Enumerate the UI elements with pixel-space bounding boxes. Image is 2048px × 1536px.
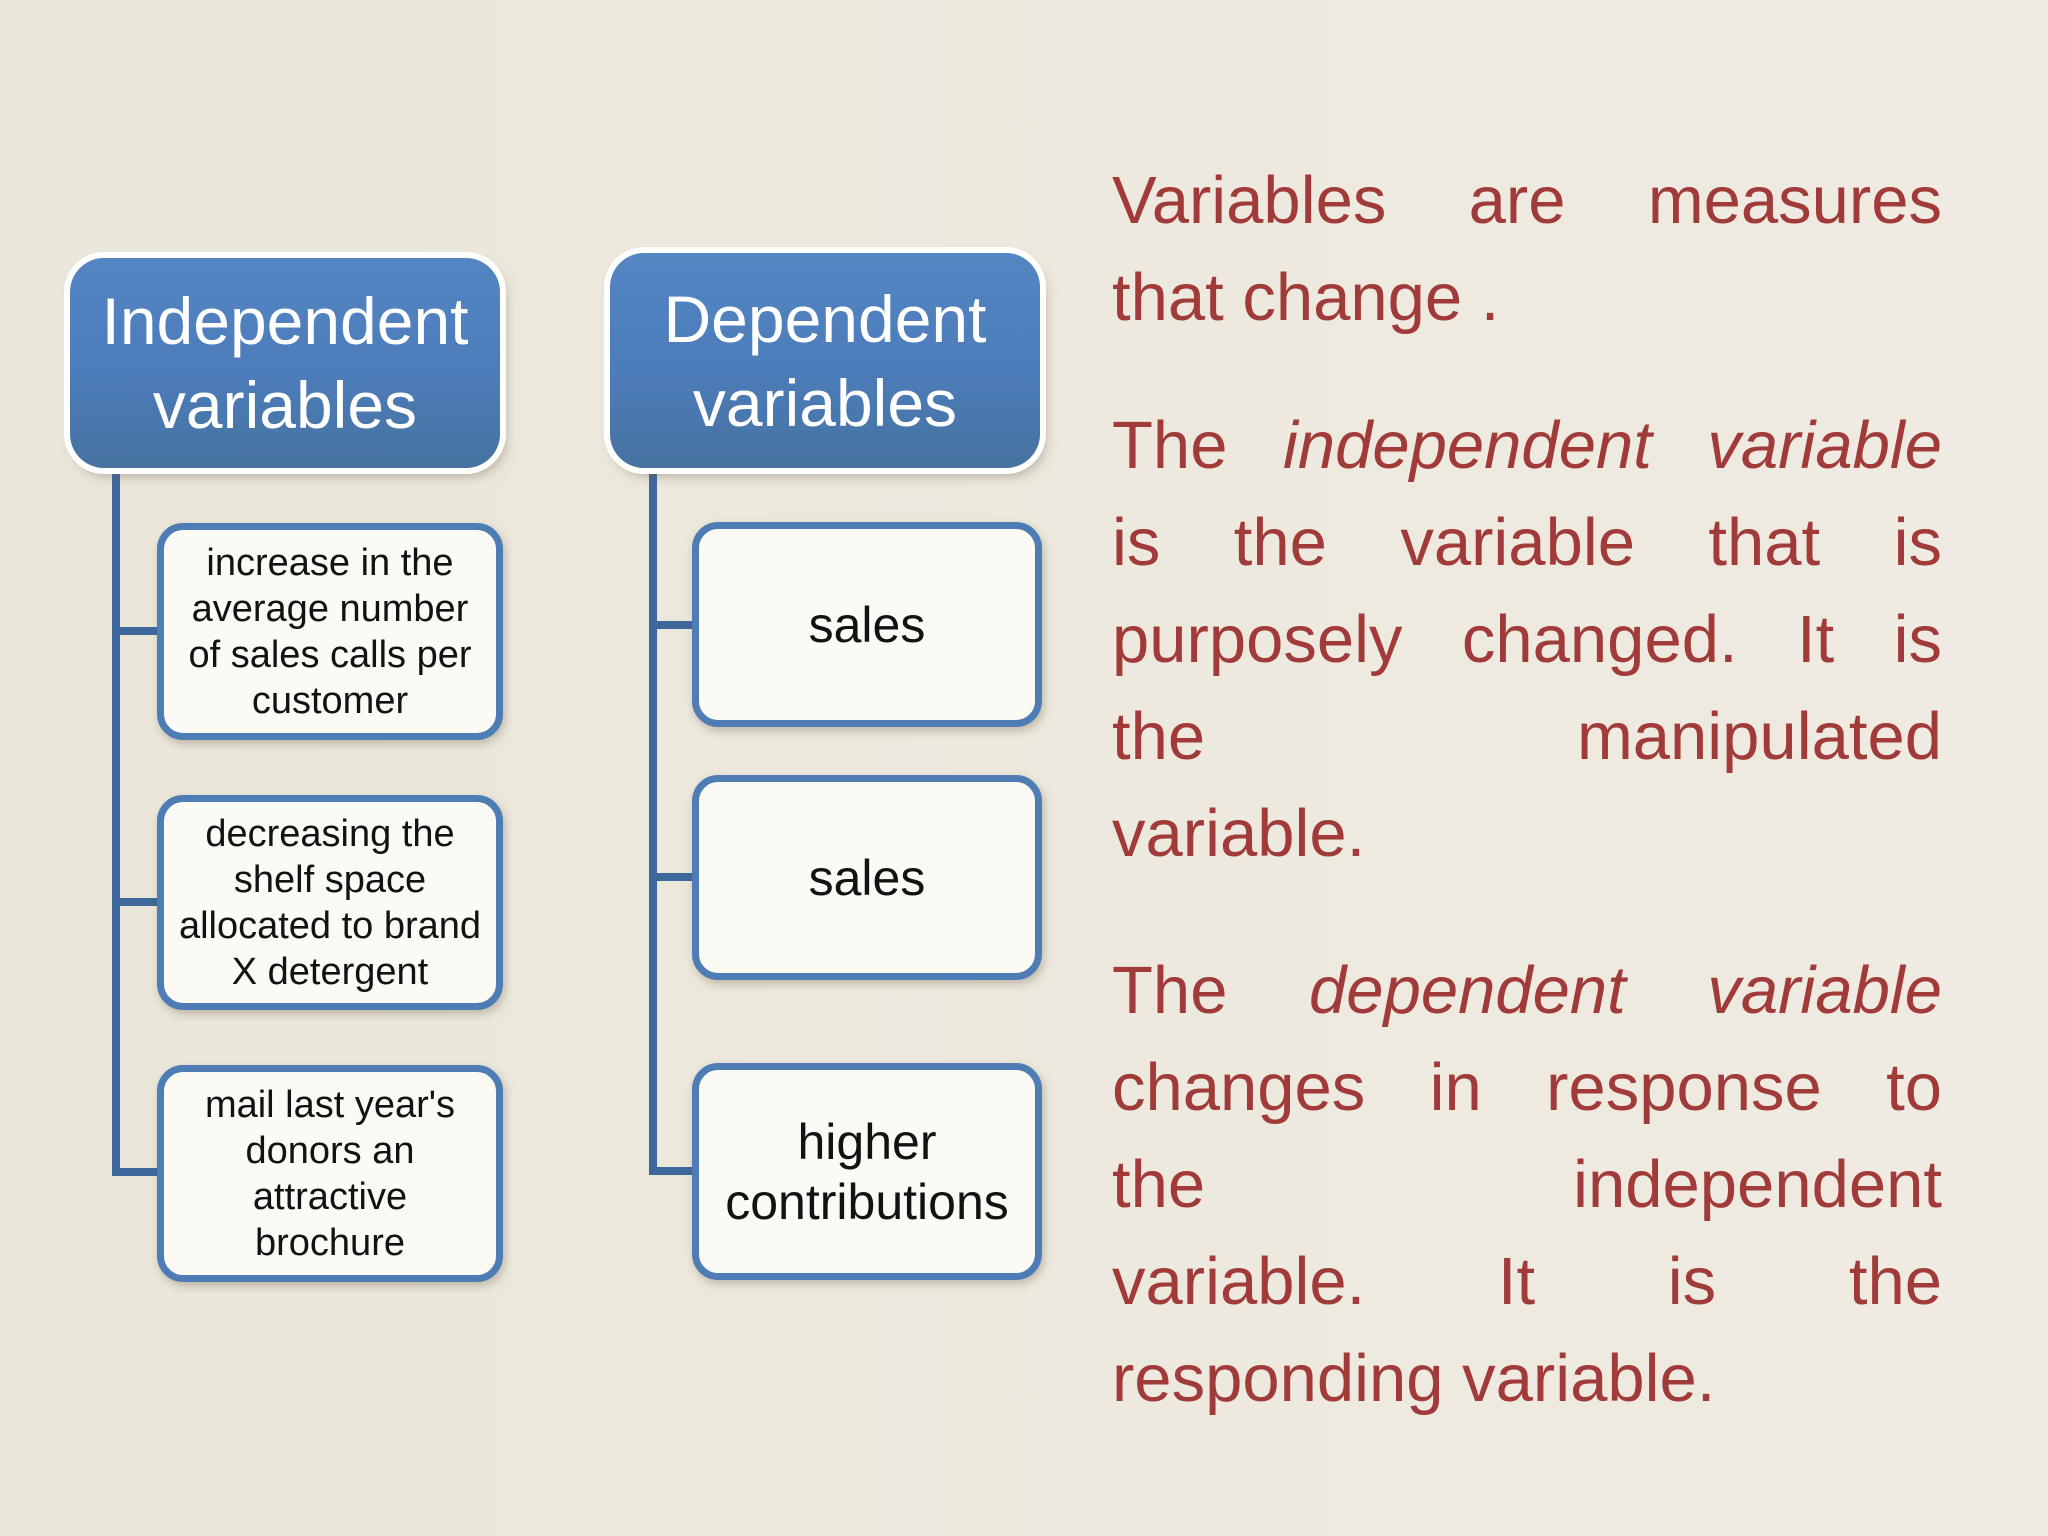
word: independent [1573,1147,1942,1222]
dependent-variables-header: Dependent variables [610,253,1040,468]
word: It [1796,602,1835,677]
word: that change . [1112,260,1500,335]
word: purposely [1112,602,1403,677]
word: independent [1282,408,1652,483]
dependent-item-sales-2: sales [692,775,1042,980]
connector-col1-vertical [112,460,120,1176]
paragraph-variables-definition: Variables are measures that change . [1112,152,1942,346]
text-line: changes in response to [1112,1039,1942,1136]
word: It [1497,1244,1536,1319]
connector-col2-vertical [649,460,657,1175]
word: variable. [1112,796,1366,871]
text-line: The dependent variable [1112,942,1942,1039]
text-line: variable. [1112,785,1942,882]
text-line: the manipulated [1112,688,1942,785]
word: is [1893,602,1942,677]
word: to [1886,1050,1942,1125]
connector-col1-stub-2 [112,898,162,906]
text-line: the independent [1112,1136,1942,1233]
word: the [1233,505,1327,580]
word: variable [1707,408,1942,483]
word: is [1667,1244,1717,1319]
connector-col1-stub-3 [112,1168,162,1176]
word: The [1112,953,1228,1028]
word: the [1112,1147,1206,1222]
independent-item-brochure: mail last year's donors an attractive br… [157,1065,503,1282]
connector-col2-stub-2 [649,873,697,881]
word: variable [1400,505,1635,580]
word: manipulated [1576,699,1942,774]
word: changes [1112,1050,1366,1125]
dependent-item-contributions: higher contributions [692,1063,1042,1280]
connector-col2-stub-1 [649,621,697,629]
text-line: Variables are measures [1112,152,1942,249]
independent-variables-header: Independent variables [70,258,500,468]
word: dependent [1309,953,1626,1028]
connector-col1-stub-1 [112,627,162,635]
word: measures [1647,163,1942,238]
word: in [1429,1050,1482,1125]
word: The [1112,408,1228,483]
independent-item-shelf-space: decreasing the shelf space allocated to … [157,795,503,1010]
word: changed. [1461,602,1738,677]
text-line: The independent variable [1112,397,1942,494]
text-line: responding variable. [1112,1330,1942,1427]
word: variable. [1112,1244,1366,1319]
word: variable [1707,953,1942,1028]
paragraph-dependent-variable: The dependent variable changes in response to t… [1112,942,1942,1427]
word: is [1112,505,1161,580]
word: Variables [1112,163,1387,238]
word: are [1468,163,1566,238]
word: the [1848,1244,1942,1319]
word: responding variable. [1112,1341,1716,1416]
independent-item-sales-calls: increase in the average number of sales … [157,523,503,740]
text-line: variable. It is the [1112,1233,1942,1330]
word: response [1546,1050,1822,1125]
dependent-item-sales-1: sales [692,522,1042,727]
connector-col2-stub-3 [649,1167,697,1175]
word: is [1893,505,1942,580]
word: that [1708,505,1821,580]
word: the [1112,699,1206,774]
text-line: that change . [1112,249,1942,346]
